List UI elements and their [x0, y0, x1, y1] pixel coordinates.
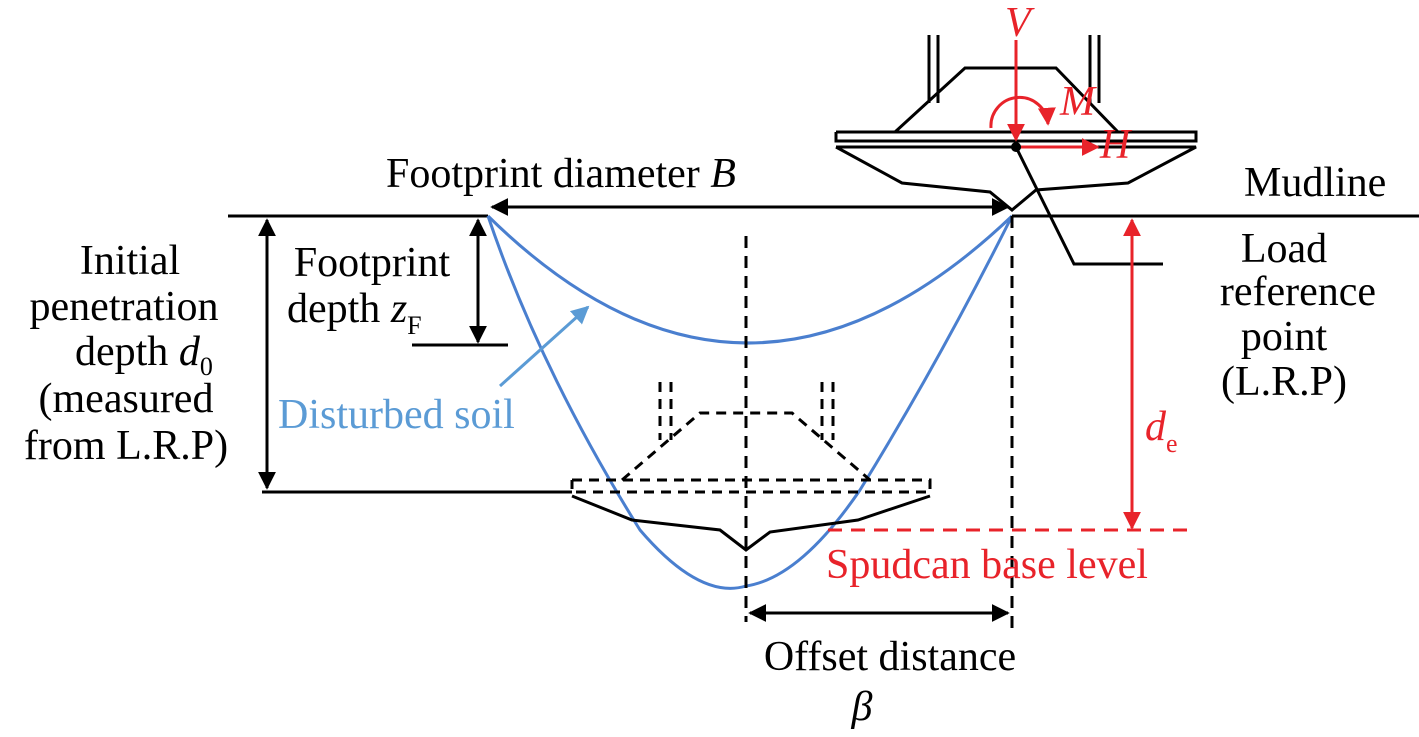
lrp-label: Load reference point (L.R.P) — [1220, 226, 1376, 405]
load-reference-point — [1011, 142, 1021, 152]
svg-text:Footprint: Footprint — [294, 240, 451, 286]
load-arrows — [989, 40, 1100, 156]
spudcan-base-level-label: Spudcan base level — [826, 542, 1148, 588]
svg-text:β: β — [851, 684, 873, 730]
disturbed-soil-pointer — [498, 305, 590, 388]
footprint-shallow-curve — [486, 214, 1014, 345]
svg-text:penetration: penetration — [30, 284, 219, 330]
svg-text:Load: Load — [1241, 226, 1327, 272]
svg-text:point: point — [1241, 314, 1328, 360]
footprint-deep-curve — [486, 215, 1014, 590]
footprint-depth-label: Footprint depth zF — [287, 240, 451, 340]
footprint-diameter-label: Footprint diameter B — [386, 151, 736, 197]
spudcan-current — [834, 35, 1198, 212]
spudcan-initial-base — [571, 494, 931, 552]
svg-text:Offset distance: Offset distance — [764, 634, 1016, 680]
de-label: de — [1145, 404, 1178, 458]
svg-text:Initial: Initial — [80, 238, 180, 284]
disturbed-soil-label: Disturbed soil — [278, 392, 515, 438]
svg-text:depth zF: depth zF — [287, 286, 422, 340]
offset-distance-label: Offset distance β — [764, 634, 1016, 730]
mudline-label: Mudline — [1244, 160, 1386, 206]
load-v-label: V — [1005, 0, 1035, 46]
svg-text:(measured: (measured — [39, 376, 214, 422]
svg-text:from L.R.P): from L.R.P) — [24, 423, 228, 469]
svg-text:(L.R.P): (L.R.P) — [1221, 359, 1347, 405]
lrp-leader-line — [1014, 146, 1163, 266]
load-h-label: H — [1099, 122, 1133, 168]
initial-penetration-label: Initial penetration depth d0 (measured f… — [24, 238, 228, 469]
svg-text:reference: reference — [1220, 269, 1376, 315]
svg-text:depth d0: depth d0 — [75, 329, 213, 381]
spudcan-initial-dashed — [570, 382, 932, 494]
load-m-label: M — [1059, 79, 1097, 125]
